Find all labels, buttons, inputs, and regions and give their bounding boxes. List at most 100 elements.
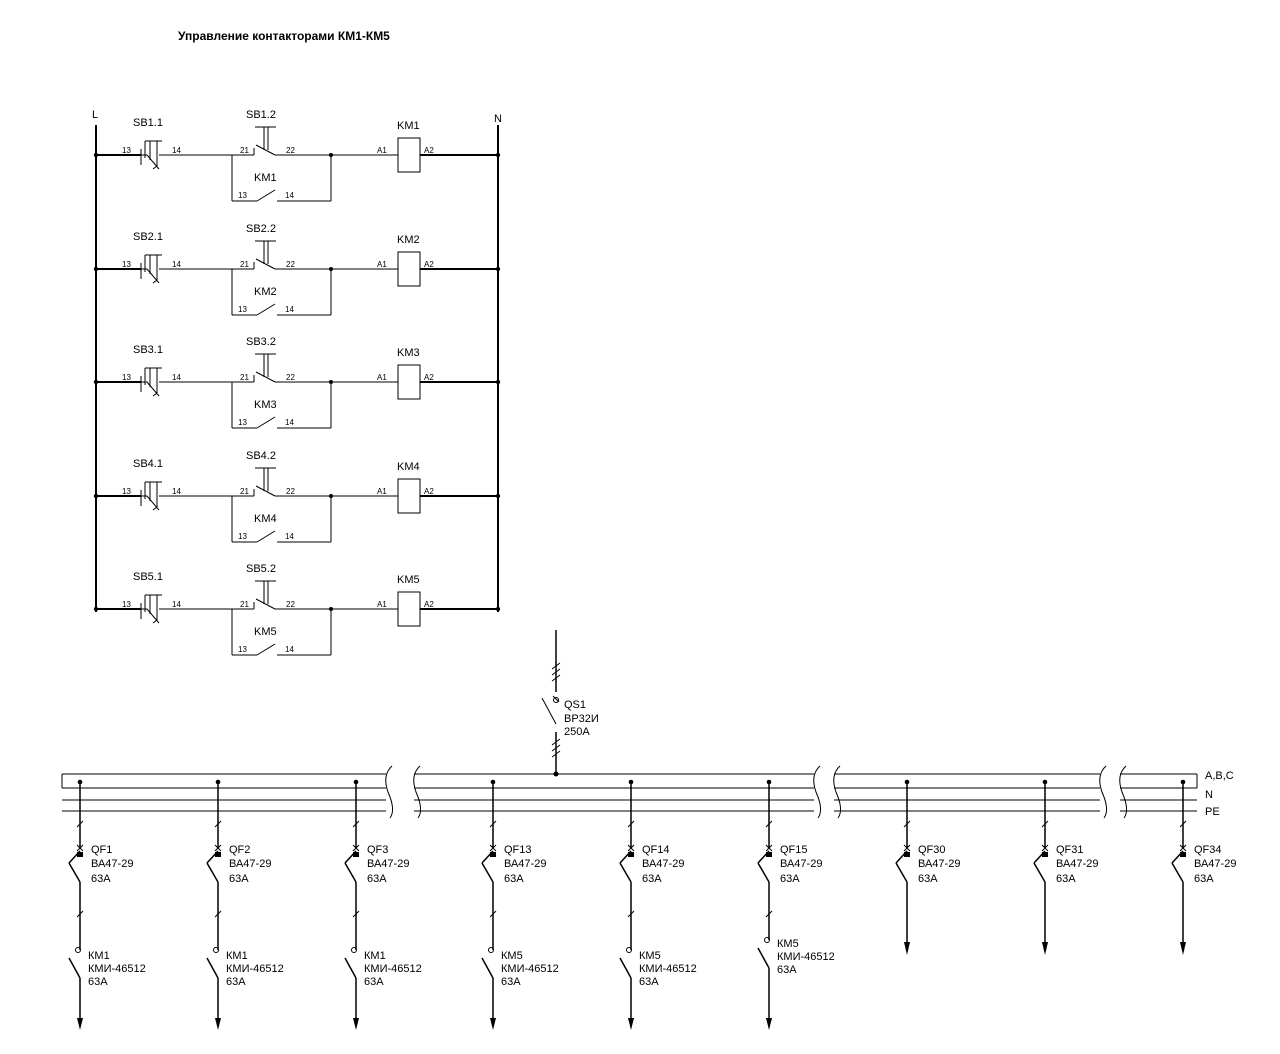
breaker-blade xyxy=(481,862,494,883)
contactor-blade xyxy=(757,947,770,969)
breaker-x xyxy=(1041,844,1049,852)
bus-break xyxy=(833,765,842,819)
bus-label-phases: A,B,C xyxy=(1205,770,1234,782)
stop-button-label: SB5.2 xyxy=(246,563,276,575)
breaker-trip xyxy=(766,852,772,857)
holding-terminal-13: 13 xyxy=(238,645,247,654)
qf-label: QF34 xyxy=(1194,844,1222,856)
terminal-13: 13 xyxy=(122,260,131,269)
coil-label: KM3 xyxy=(397,347,420,359)
start-contact xyxy=(141,381,160,397)
stop-button-label: SB2.2 xyxy=(246,223,276,235)
holding-terminal-14: 14 xyxy=(285,418,294,427)
wire xyxy=(255,485,276,497)
cable-tick xyxy=(551,744,561,752)
qf-type: ВА47-29 xyxy=(1194,858,1236,870)
qf-type: ВА47-29 xyxy=(1056,858,1098,870)
qf-rating: 63А xyxy=(918,873,938,885)
qs1-pivot xyxy=(553,697,559,703)
start-contact xyxy=(141,495,160,511)
cable-tick xyxy=(765,820,773,828)
wire xyxy=(255,598,276,610)
terminal-14: 14 xyxy=(172,146,181,155)
qf-label: QF13 xyxy=(504,844,532,856)
stop-button-label: SB1.2 xyxy=(246,109,276,121)
start-button-label: SB1.1 xyxy=(133,117,163,129)
contactor-blade xyxy=(619,957,632,979)
qf-rating: 63А xyxy=(1194,873,1214,885)
terminal-21: 21 xyxy=(240,373,249,382)
qs1-mark xyxy=(552,695,560,703)
wire xyxy=(152,279,158,284)
cable-tick xyxy=(489,910,497,918)
bus-break xyxy=(385,765,394,819)
wire xyxy=(152,506,158,511)
qf-label: QF3 xyxy=(367,844,388,856)
terminal-a1: A1 xyxy=(377,600,387,609)
arrow-icon xyxy=(1180,942,1186,955)
breaker-x xyxy=(352,844,360,852)
terminal-a1: A1 xyxy=(377,146,387,155)
terminal-14: 14 xyxy=(172,373,181,382)
km-rating: 63А xyxy=(639,976,659,988)
coil-label: KM5 xyxy=(397,574,420,586)
km-label: КМ1 xyxy=(364,950,386,962)
switch-gap xyxy=(553,692,559,732)
arrow-icon xyxy=(904,942,910,955)
holding-terminal-13: 13 xyxy=(238,418,247,427)
qf-rating: 63А xyxy=(780,873,800,885)
qf-type: ВА47-29 xyxy=(367,858,409,870)
cable-tick xyxy=(76,820,84,828)
terminal-22: 22 xyxy=(286,373,295,382)
terminal-21: 21 xyxy=(240,600,249,609)
qf-label: QF14 xyxy=(642,844,670,856)
arrow-icon xyxy=(766,1018,772,1030)
terminal-13: 13 xyxy=(122,146,131,155)
breaker-x xyxy=(76,844,84,852)
qs1-blade xyxy=(541,697,557,725)
qf-rating: 63А xyxy=(367,873,387,885)
qf-label: QF31 xyxy=(1056,844,1084,856)
cable-tick xyxy=(551,750,561,758)
terminal-a1: A1 xyxy=(377,373,387,382)
breaker-x xyxy=(765,844,773,852)
holding-terminal-13: 13 xyxy=(238,305,247,314)
qf-label: QF30 xyxy=(918,844,946,856)
cable-tick xyxy=(551,662,561,670)
km-label: КМ5 xyxy=(639,950,661,962)
breaker-blade xyxy=(1033,862,1046,883)
bus-break xyxy=(1099,765,1108,819)
terminal-a1: A1 xyxy=(377,260,387,269)
cable-tick xyxy=(551,738,561,746)
terminal-22: 22 xyxy=(286,260,295,269)
start-contact xyxy=(141,608,160,624)
qf-rating: 63А xyxy=(229,873,249,885)
km-rating: 63А xyxy=(88,976,108,988)
wire xyxy=(255,258,276,270)
km-type: КМИ-46512 xyxy=(364,963,422,975)
rail-l-label: L xyxy=(92,109,98,121)
breaker-trip xyxy=(490,852,496,857)
bus-label-n: N xyxy=(1205,789,1213,801)
start-contact xyxy=(141,154,160,170)
bus-break xyxy=(413,765,422,819)
contactor-blade xyxy=(344,957,357,979)
start-button-label: SB4.1 xyxy=(133,458,163,470)
power-circuit: QS1ВР32И250АA,B,CNPEQF1ВА47-2963АКМ1КМИ-… xyxy=(61,630,1236,1030)
arrow-icon xyxy=(1042,942,1048,955)
